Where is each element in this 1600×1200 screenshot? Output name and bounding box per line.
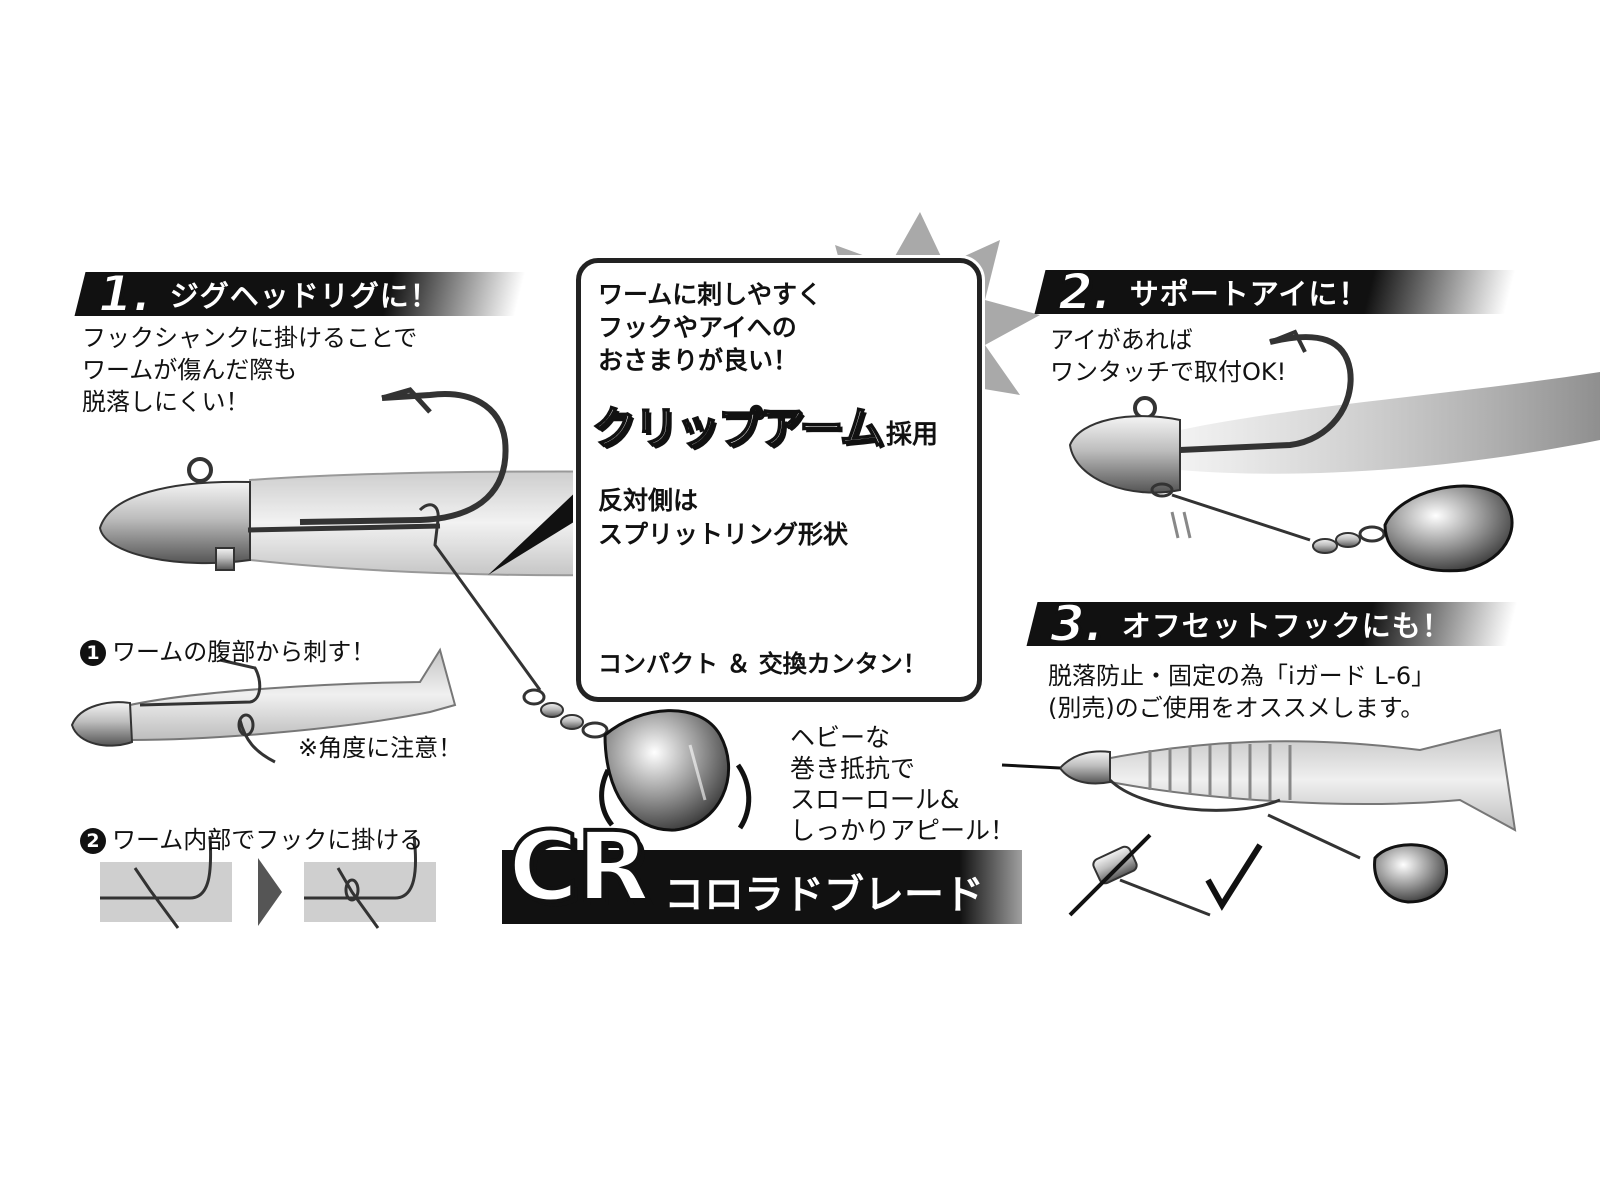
box-bottom-text: コンパクト ＆ 交換カンタン！ — [598, 650, 927, 678]
section1-banner: 1. ジグヘッドリグに！ — [74, 264, 526, 324]
colorado-blade-icon — [1373, 843, 1448, 904]
blade-name-bar — [502, 850, 1022, 924]
hook-icon — [299, 387, 509, 525]
section3-title: オフセットフックにも！ — [1121, 609, 1452, 643]
box-feature-suffix: 採用 — [886, 420, 939, 450]
jighead-icon — [1068, 329, 1354, 498]
clip-arm-icon — [1068, 833, 1211, 917]
worm-icon — [1001, 728, 1517, 860]
step1-note: ※角度に注意！ — [298, 734, 463, 762]
blade-name: コロラドブレード — [664, 872, 984, 918]
section1-title: ジグヘッドリグに！ — [169, 279, 440, 313]
section2-banner: 2. サポートアイに！ — [1034, 262, 1516, 322]
step2-label: ワーム内部でフックに掛ける — [112, 826, 424, 854]
box-lead-text: ワームに刺しやすく フックやアイへの おさまりが良い！ — [598, 280, 823, 375]
box-feature-heading: クリップアーム採用 — [591, 392, 972, 456]
worm-icon — [70, 647, 457, 764]
blade-callout: ヘビーな 巻き抵抗で スローロール& しっかりアピール！ — [790, 723, 1016, 845]
box-feature-name: クリップアーム — [591, 402, 885, 455]
section3-number: 3. — [1049, 594, 1105, 654]
step1-label: ワームの腹部から刺す！ — [112, 638, 376, 666]
section2-description: アイがあれば ワンタッチで取付OK! — [1050, 326, 1287, 386]
section3-banner: 3. オフセットフックにも！ — [1026, 594, 1518, 654]
swivel-icon — [540, 702, 609, 739]
box-other-side-text: 反対側は スプリットリング形状 — [598, 486, 849, 549]
step1-number-badge: 1 — [80, 640, 106, 666]
clip-arm-feature-box — [576, 258, 982, 702]
swivel-icon — [1312, 525, 1386, 554]
clip-arm-icon — [418, 503, 546, 706]
step2-number-badge: 2 — [80, 828, 106, 854]
section2-title: サポートアイに！ — [1129, 277, 1369, 311]
section3-description: 脱落防止・固定の為「iガード L-6」 (別売)のご使用をオススメします。 — [1048, 662, 1436, 722]
blade-code: CR — [506, 810, 652, 924]
section1-description: フックシャンクに掛けることで ワームが傷んだ際も 脱落しにくい！ — [82, 324, 418, 416]
arrow-icon — [1205, 843, 1263, 911]
worm-icon — [100, 835, 436, 929]
colorado-blade-icon — [1383, 484, 1514, 573]
colorado-blade-icon — [603, 709, 730, 832]
section1-number: 1. — [97, 264, 153, 324]
section2-number: 2. — [1057, 262, 1113, 322]
